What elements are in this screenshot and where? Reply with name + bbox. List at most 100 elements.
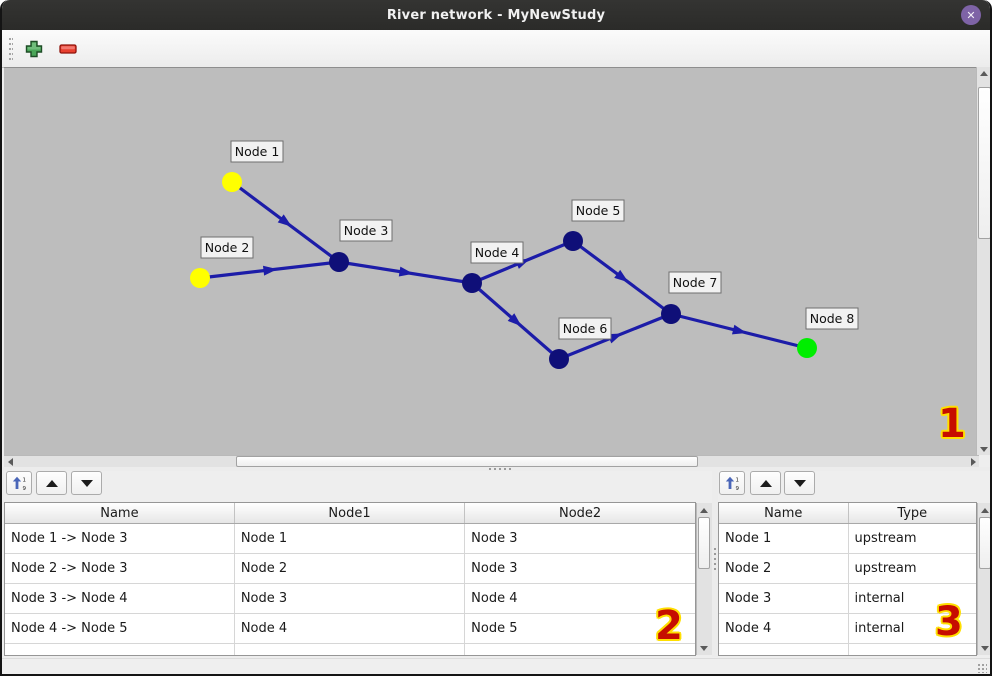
- down-triangle-icon: [80, 479, 93, 487]
- svg-text:9: 9: [22, 486, 26, 491]
- graph-node[interactable]: [462, 273, 482, 293]
- annotation-2: 2: [655, 603, 683, 649]
- table-cell[interactable]: Node 2 -> Node 3: [5, 553, 235, 584]
- node-label[interactable]: Node 6: [558, 317, 612, 340]
- scrollbar-thumb[interactable]: [698, 517, 710, 569]
- canvas-vertical-scrollbar[interactable]: [976, 67, 990, 455]
- node-label[interactable]: Node 2: [200, 236, 254, 259]
- scroll-up-arrow[interactable]: [697, 504, 711, 516]
- graph-node[interactable]: [563, 231, 583, 251]
- column-header[interactable]: Name: [719, 503, 849, 524]
- table-cell[interactable]: internal: [848, 613, 976, 644]
- table-cell[interactable]: Node 2: [234, 553, 466, 584]
- nodes-move-up-button[interactable]: [750, 471, 781, 495]
- table-cell: [848, 643, 976, 655]
- splitter-handle-dots: [714, 548, 716, 572]
- svg-text:Node 3: Node 3: [344, 223, 389, 238]
- table-cell[interactable]: Node 3: [719, 583, 849, 614]
- svg-text:1: 1: [22, 477, 26, 483]
- scroll-left-arrow[interactable]: [4, 456, 16, 468]
- sort-ascending-icon: 1 9: [725, 476, 739, 491]
- graph-node[interactable]: [549, 349, 569, 369]
- scroll-down-arrow[interactable]: [697, 642, 711, 654]
- network-graph: Node 1 Node 2 Node 3 Node 4 Node 5 Node 6 Node…: [190, 140, 859, 369]
- graph-node[interactable]: [661, 304, 681, 324]
- table-cell[interactable]: Node 1: [234, 523, 466, 554]
- table-cell[interactable]: Node 4 -> Node 5: [5, 613, 235, 644]
- reaches-move-down-button[interactable]: [71, 471, 102, 495]
- scroll-up-arrow[interactable]: [978, 504, 990, 516]
- scrollbar-thumb[interactable]: [978, 87, 990, 239]
- table-cell[interactable]: Node 1 -> Node 3: [5, 523, 235, 554]
- scroll-right-arrow[interactable]: [967, 456, 979, 468]
- flow-arrow-icon: [731, 324, 747, 335]
- node-label[interactable]: Node 8: [805, 307, 859, 330]
- node-label[interactable]: Node 7: [668, 271, 722, 294]
- node-label[interactable]: Node 1: [230, 140, 284, 163]
- table-cell[interactable]: Node 5: [464, 613, 695, 644]
- flow-arrow-icon: [262, 265, 278, 276]
- table-cell[interactable]: internal: [848, 583, 976, 614]
- table-cell[interactable]: Node 3: [234, 583, 466, 614]
- flow-arrow-icon: [398, 266, 414, 277]
- add-node-button[interactable]: [21, 36, 47, 62]
- node-label[interactable]: Node 4: [470, 241, 524, 264]
- scrollbar-thumb[interactable]: [979, 517, 990, 569]
- table-cell[interactable]: Node 4: [234, 613, 466, 644]
- table-cell[interactable]: Node 1: [719, 523, 849, 554]
- column-header[interactable]: Node2: [464, 503, 695, 524]
- table-cell[interactable]: Node 3 -> Node 4: [5, 583, 235, 614]
- scroll-down-arrow[interactable]: [977, 443, 990, 455]
- table-cell[interactable]: Node 3: [464, 523, 695, 554]
- river-network-canvas[interactable]: Node 1 Node 2 Node 3 Node 4 Node 5 Node 6 Node…: [4, 67, 976, 456]
- title-bar[interactable]: River network - MyNewStudy ✕: [2, 0, 990, 30]
- close-button[interactable]: ✕: [961, 5, 981, 25]
- table-cell[interactable]: Node 2: [719, 553, 849, 584]
- remove-node-button[interactable]: [55, 36, 81, 62]
- svg-text:Node 1: Node 1: [235, 144, 280, 159]
- svg-text:Node 4: Node 4: [475, 245, 520, 260]
- column-header[interactable]: Name: [5, 503, 235, 524]
- graph-node[interactable]: [797, 338, 817, 358]
- nodes-table-scrollbar[interactable]: [977, 503, 990, 655]
- tables-splitter[interactable]: [712, 471, 718, 657]
- graph-node[interactable]: [329, 252, 349, 272]
- toolbar-drag-handle[interactable]: [9, 37, 13, 60]
- reaches-move-up-button[interactable]: [36, 471, 67, 495]
- splitter-handle-dots: [489, 468, 511, 470]
- node-label[interactable]: Node 5: [571, 199, 625, 222]
- table-cell[interactable]: upstream: [848, 523, 976, 554]
- flow-arrow-icon: [277, 214, 292, 227]
- scroll-down-arrow[interactable]: [978, 642, 990, 654]
- table-cell[interactable]: Node 4: [464, 583, 695, 614]
- nodes-move-down-button[interactable]: [784, 471, 815, 495]
- svg-text:Node 5: Node 5: [576, 203, 621, 218]
- scroll-up-arrow[interactable]: [977, 67, 990, 79]
- partial-row: [719, 643, 976, 655]
- table-cell[interactable]: upstream: [848, 553, 976, 584]
- table-cell[interactable]: Node 4: [719, 613, 849, 644]
- node-label[interactable]: Node 3: [339, 219, 393, 242]
- reaches-sort-button[interactable]: 1 9: [6, 471, 32, 495]
- reaches-table-scrollbar[interactable]: [696, 503, 712, 655]
- graph-node[interactable]: [222, 172, 242, 192]
- canvas-tables-splitter[interactable]: [2, 467, 990, 471]
- plus-icon: [25, 40, 43, 57]
- scrollbar-thumb[interactable]: [236, 456, 698, 467]
- resize-grip[interactable]: [977, 663, 987, 673]
- nodes-sort-button[interactable]: 1 9: [719, 471, 745, 495]
- canvas-horizontal-scrollbar[interactable]: [4, 455, 979, 468]
- table-cell[interactable]: Node 3: [464, 553, 695, 584]
- up-triangle-icon: [759, 479, 772, 487]
- svg-text:Node 6: Node 6: [563, 321, 608, 336]
- column-header[interactable]: Type: [848, 503, 976, 524]
- column-header[interactable]: Node1: [234, 503, 466, 524]
- close-icon: ✕: [966, 8, 976, 22]
- graph-node[interactable]: [190, 268, 210, 288]
